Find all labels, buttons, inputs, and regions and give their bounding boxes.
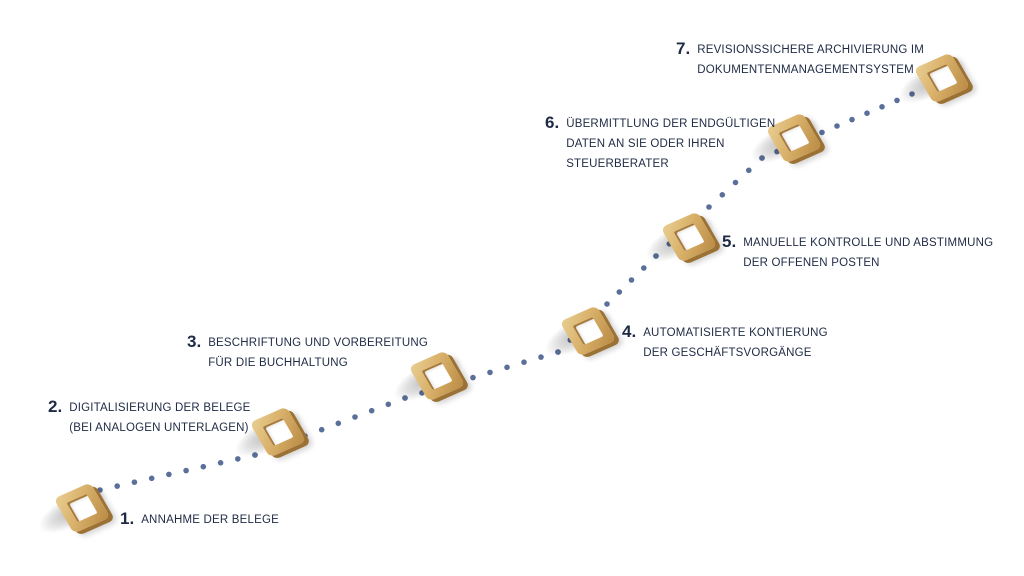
step-text-line: MANUELLE KONTROLLE UND ABSTIMMUNG bbox=[743, 237, 994, 249]
step-2-block-icon bbox=[229, 400, 310, 466]
path-dot bbox=[538, 354, 544, 360]
step-4-label: 4. AUTOMATISIERTE KONTIERUNG DER GESCHÄF… bbox=[622, 323, 828, 363]
step-text-line: FÜR DIE BUCHHALTUNG bbox=[208, 357, 348, 369]
step-text-line: DATEN AN SIE ODER IHREN bbox=[566, 138, 725, 150]
step-text: BESCHRIFTUNG UND VORBEREITUNG FÜR DIE BU… bbox=[208, 333, 428, 373]
path-dot bbox=[706, 204, 712, 210]
step-number: 1. bbox=[120, 509, 135, 528]
path-dot bbox=[148, 475, 155, 482]
step-number: 2. bbox=[48, 397, 63, 416]
step-text: AUTOMATISIERTE KONTIERUNG DER GESCHÄFTSV… bbox=[643, 323, 828, 363]
step-text-line: DER OFFENEN POSTEN bbox=[743, 257, 880, 269]
path-dot bbox=[318, 426, 325, 433]
path-dot bbox=[166, 471, 172, 478]
step-text-line: ÜBERMITTLUNG DER ENDGÜLTIGEN bbox=[566, 118, 776, 130]
path-dot bbox=[653, 253, 659, 259]
step-3-label: 3. BESCHRIFTUNG UND VORBEREITUNG FÜR DIE… bbox=[187, 333, 428, 373]
step-text: REVISIONSSICHERE ARCHIVIERUNG IM DOKUMEN… bbox=[697, 40, 924, 80]
path-dot bbox=[504, 364, 510, 371]
step-text-line: DOKUMENTENMANAGEMENTSYSTEM bbox=[697, 64, 914, 76]
path-dot bbox=[894, 97, 900, 104]
step-text-line: DIGITALISIERUNG DER BELEGE bbox=[69, 402, 251, 414]
path-dot bbox=[183, 467, 189, 474]
path-dot bbox=[849, 116, 855, 123]
step-1-label: 1. ANNAHME DER BELEGE bbox=[120, 510, 279, 530]
path-dot bbox=[200, 463, 207, 470]
step-text-line: REVISIONSSICHERE ARCHIVIERUNG IM bbox=[697, 44, 925, 56]
path-dot bbox=[641, 265, 647, 271]
step-number: 7. bbox=[676, 39, 691, 58]
step-1-block-icon bbox=[33, 476, 114, 542]
path-dot bbox=[879, 104, 885, 110]
step-text-line: AUTOMATISIERTE KONTIERUNG bbox=[643, 327, 828, 339]
path-dot bbox=[759, 155, 765, 161]
path-dot bbox=[909, 91, 915, 97]
step-5-block-icon bbox=[640, 205, 721, 271]
path-dot bbox=[252, 452, 258, 458]
path-dot bbox=[555, 349, 561, 355]
step-number: 3. bbox=[187, 332, 202, 351]
path-dot bbox=[402, 395, 408, 401]
path-dot bbox=[97, 487, 103, 493]
step-5-label: 5. MANUELLE KONTROLLE UND ABSTIMMUNG DER… bbox=[722, 233, 993, 273]
step-4-block-icon bbox=[539, 299, 620, 365]
path-dot bbox=[470, 374, 476, 381]
path-dot bbox=[746, 167, 752, 174]
path-dot bbox=[834, 123, 840, 129]
path-dot bbox=[114, 483, 120, 489]
path-dot bbox=[521, 359, 527, 366]
step-text-line: STEUERBERATER bbox=[566, 158, 669, 170]
step-7-label: 7. REVISIONSSICHERE ARCHIVIERUNG IM DOKU… bbox=[676, 40, 924, 80]
path-dot bbox=[616, 289, 623, 295]
path-dot bbox=[864, 110, 870, 116]
step-number: 5. bbox=[722, 232, 737, 251]
step-text: MANUELLE KONTROLLE UND ABSTIMMUNG DER OF… bbox=[743, 233, 993, 273]
step-text: ÜBERMITTLUNG DER ENDGÜLTIGEN DATEN AN SI… bbox=[566, 114, 775, 174]
path-dot bbox=[385, 401, 392, 408]
step-text-line: DER GESCHÄFTSVORGÄNGE bbox=[643, 347, 812, 359]
path-dot bbox=[604, 301, 610, 307]
step-text: ANNAHME DER BELEGE bbox=[141, 510, 279, 530]
step-text-line: ANNAHME DER BELEGE bbox=[141, 514, 279, 526]
step-text-line: (BEI ANALOGEN UNTERLAGEN) bbox=[69, 422, 249, 434]
step-2-label: 2. DIGITALISIERUNG DER BELEGE (BEI ANALO… bbox=[48, 398, 251, 438]
path-dot bbox=[235, 456, 241, 462]
path-dot bbox=[368, 407, 375, 414]
step-text-line: BESCHRIFTUNG UND VORBEREITUNG bbox=[208, 337, 429, 349]
path-dot bbox=[628, 277, 635, 283]
path-dot bbox=[819, 129, 825, 136]
path-dot bbox=[352, 414, 358, 420]
path-dot bbox=[335, 420, 342, 427]
path-dot bbox=[487, 369, 493, 376]
path-dot bbox=[719, 192, 726, 198]
step-number: 4. bbox=[622, 322, 637, 341]
path-dot bbox=[131, 479, 138, 486]
path-dot bbox=[732, 179, 739, 186]
step-number: 6. bbox=[545, 113, 560, 132]
step-6-label: 6. ÜBERMITTLUNG DER ENDGÜLTIGEN DATEN AN… bbox=[545, 114, 775, 174]
step-text: DIGITALISIERUNG DER BELEGE (BEI ANALOGEN… bbox=[69, 398, 250, 438]
path-dot bbox=[217, 460, 224, 466]
